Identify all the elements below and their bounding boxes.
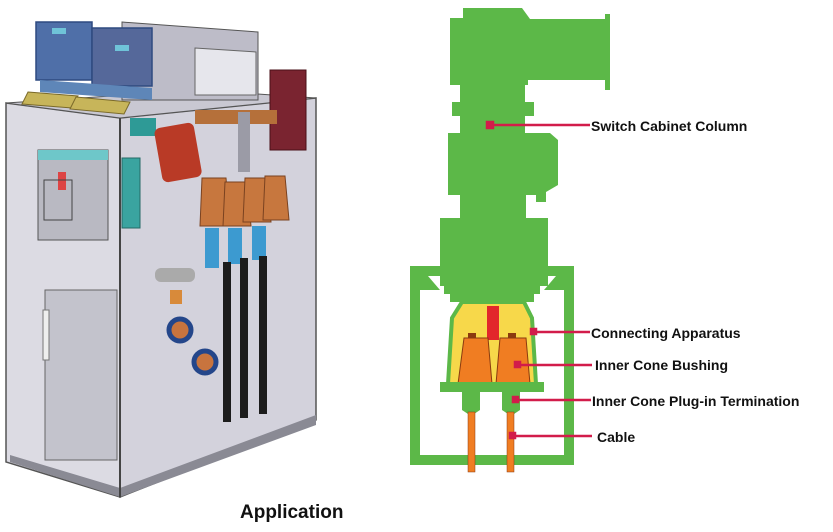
breaker-indicator [58, 172, 66, 190]
cable-left [467, 411, 476, 473]
label-switch-cabinet-column: Switch Cabinet Column [591, 118, 748, 134]
column-base [440, 268, 548, 302]
figure-caption: Application [240, 502, 344, 523]
label-inner-cone-plug-in-termination: Inner Cone Plug-in Termination [592, 393, 800, 409]
inner-cone-bushing-left [457, 337, 493, 385]
switch-cabinet-column-shape [440, 8, 610, 268]
lv-indicator-1 [52, 28, 66, 34]
orange-box [170, 290, 182, 304]
breaker-top-strip [38, 150, 108, 160]
current-transformer-1 [166, 316, 194, 344]
lower-compartment [44, 289, 118, 461]
operating-mechanism [121, 157, 141, 229]
bushing-flange [440, 382, 544, 392]
lv-base [40, 80, 152, 100]
lv-compartment-2 [91, 27, 153, 87]
drive-box [130, 118, 156, 136]
inner-cone-bushing-right [495, 337, 531, 385]
bushing-cap-right [508, 333, 516, 338]
label-connecting-apparatus: Connecting Apparatus [591, 325, 741, 341]
circuit-breaker [37, 149, 109, 241]
busbar-compartment [269, 69, 307, 151]
label-cable: Cable [597, 429, 636, 445]
cabinet-floor [10, 415, 316, 497]
upper-window [194, 47, 257, 96]
busbar-support [238, 112, 250, 172]
lv-indicator-2 [115, 45, 129, 51]
connector-pipe [155, 268, 195, 282]
vacuum-interrupter [154, 122, 202, 183]
door-handle [42, 309, 50, 361]
label-inner-cone-bushing: Inner Cone Bushing [595, 357, 728, 373]
cabinet-front-panel [119, 97, 317, 499]
busbar-horizontal [195, 110, 277, 124]
cable-terminations [205, 226, 266, 268]
switchgear-cabinet-illustration [5, 21, 317, 499]
inner-cone-cross-section [410, 8, 610, 473]
vent-grille-2 [69, 96, 131, 115]
leader-lines [485, 120, 592, 440]
insulator-group [199, 175, 290, 227]
conductor-shape [487, 306, 499, 340]
breaker-panel [43, 179, 73, 221]
plug-in-termination-left [462, 392, 480, 414]
current-transformer-2 [191, 348, 219, 376]
bushing-cap-left [468, 333, 476, 338]
cables [223, 256, 267, 422]
cable-right [506, 411, 515, 473]
